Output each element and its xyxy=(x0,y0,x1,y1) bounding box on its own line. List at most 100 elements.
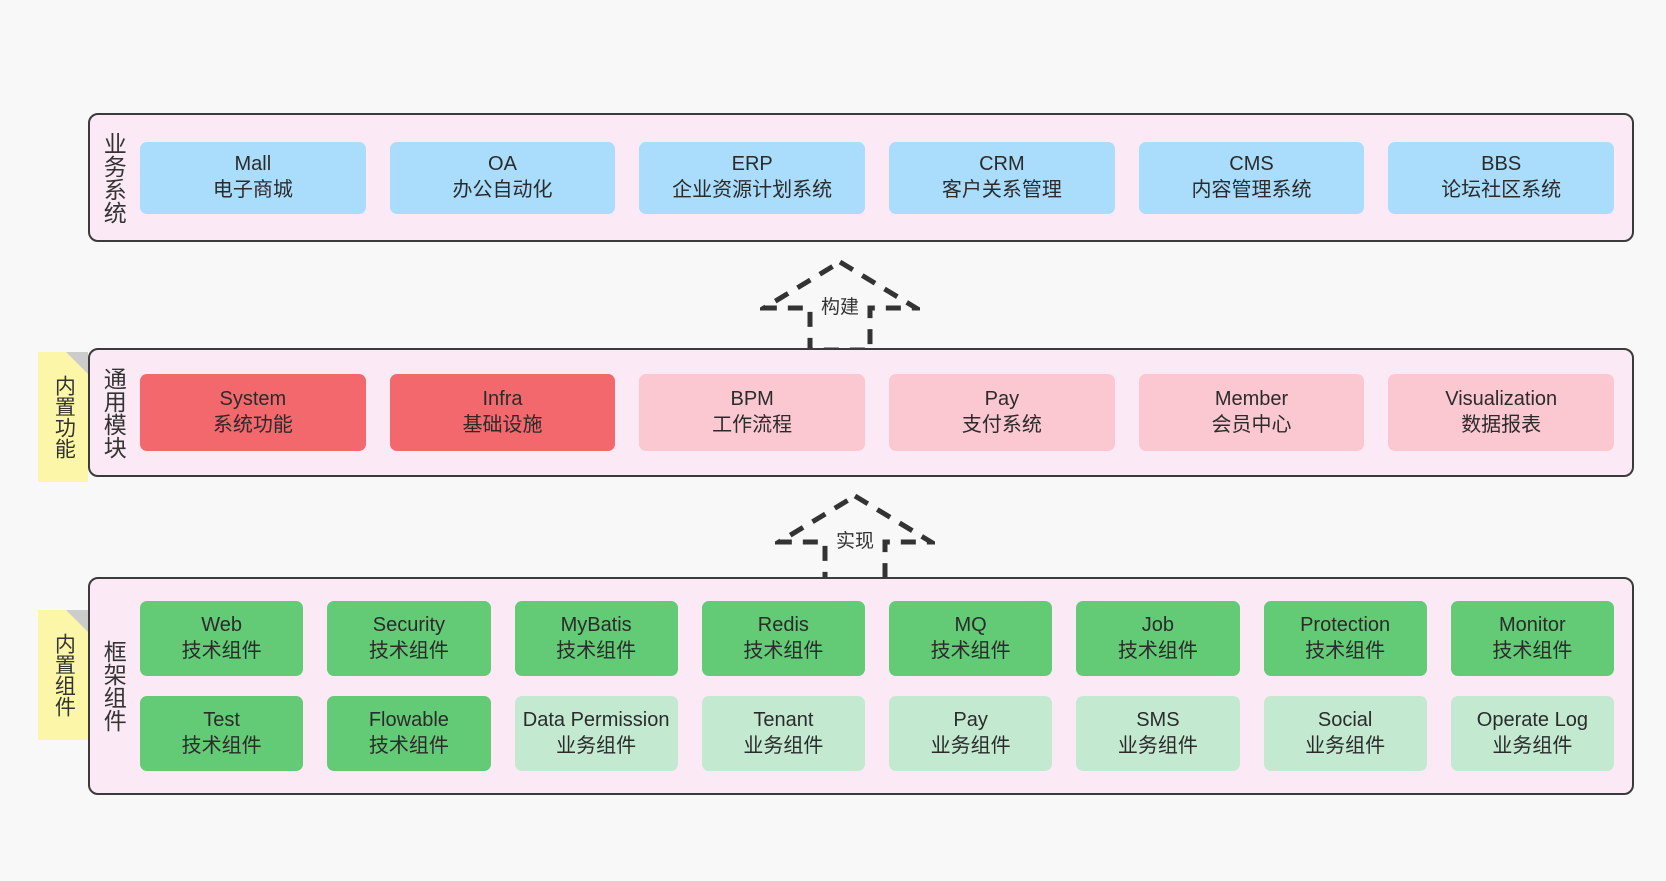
card-subtitle: 基础设施 xyxy=(462,413,543,436)
card-title: ERP xyxy=(731,152,773,175)
card-subtitle: 业务组件 xyxy=(930,734,1011,757)
card-system[interactable]: System 系统功能 xyxy=(140,374,366,451)
card-mq[interactable]: MQ 技术组件 xyxy=(889,601,1053,676)
card-title: CMS xyxy=(1229,152,1274,175)
card-title: Mall xyxy=(234,152,272,175)
card-title: Redis xyxy=(757,613,809,636)
card-subtitle: 技术组件 xyxy=(1117,639,1198,662)
card-pay-module[interactable]: Pay 支付系统 xyxy=(889,374,1115,451)
card-subtitle: 办公自动化 xyxy=(452,178,553,201)
card-title: Social xyxy=(1317,708,1373,731)
card-subtitle: 内容管理系统 xyxy=(1191,178,1312,201)
card-redis[interactable]: Redis 技术组件 xyxy=(701,601,865,676)
card-subtitle: 技术组件 xyxy=(1492,639,1573,662)
generalization-arrow-icon xyxy=(775,493,935,586)
card-title: Web xyxy=(201,613,242,636)
card-title: Monitor xyxy=(1499,613,1566,636)
card-pay-component[interactable]: Pay 业务组件 xyxy=(889,696,1053,771)
card-subtitle: 技术组件 xyxy=(181,639,262,662)
card-title: MQ xyxy=(954,613,987,636)
card-title: BPM xyxy=(730,387,774,410)
card-title: Pay xyxy=(984,387,1020,410)
card-visualization[interactable]: Visualization 数据报表 xyxy=(1388,374,1615,451)
card-subtitle: 技术组件 xyxy=(930,639,1011,662)
card-subtitle: 业务组件 xyxy=(743,734,824,757)
card-title: Pay xyxy=(953,708,988,731)
card-subtitle: 工作流程 xyxy=(712,413,793,436)
card-mybatis[interactable]: MyBatis 技术组件 xyxy=(514,601,678,676)
card-test[interactable]: Test 技术组件 xyxy=(140,696,304,771)
card-protection[interactable]: Protection 技术组件 xyxy=(1263,601,1427,676)
card-data-permission[interactable]: Data Permission 业务组件 xyxy=(514,696,678,771)
connector-implement: 实现 xyxy=(775,492,935,586)
card-social[interactable]: Social 业务组件 xyxy=(1263,696,1427,771)
layer-common-body: System 系统功能 Infra 基础设施 BPM 工作流程 Pay 支付系统… xyxy=(136,350,1632,475)
card-bbs[interactable]: BBS 论坛社区系统 xyxy=(1388,141,1615,214)
layer-business-systems: 业务系统 Mall 电子商城 OA 办公自动化 ERP 企业资源计划系统 CRM… xyxy=(88,113,1634,242)
sticky-note-text: 内置组件 xyxy=(52,633,76,717)
layer-business-label: 业务系统 xyxy=(100,131,127,224)
card-subtitle: 论坛社区系统 xyxy=(1441,178,1562,201)
sticky-note-builtin-components: 内置组件 xyxy=(38,610,88,740)
card-monitor[interactable]: Monitor 技术组件 xyxy=(1450,601,1614,676)
business-card-row: Mall 电子商城 OA 办公自动化 ERP 企业资源计划系统 CRM 客户关系… xyxy=(140,141,1615,214)
card-subtitle: 技术组件 xyxy=(368,734,449,757)
card-subtitle: 客户关系管理 xyxy=(941,178,1062,201)
card-subtitle: 技术组件 xyxy=(181,734,262,757)
card-title: MyBatis xyxy=(560,613,632,636)
card-subtitle: 企业资源计划系统 xyxy=(672,178,833,201)
card-security[interactable]: Security 技术组件 xyxy=(327,601,491,676)
card-subtitle: 会员中心 xyxy=(1211,413,1292,436)
card-bpm[interactable]: BPM 工作流程 xyxy=(639,374,866,451)
card-subtitle: 系统功能 xyxy=(212,413,293,436)
card-job[interactable]: Job 技术组件 xyxy=(1076,601,1240,676)
card-infra[interactable]: Infra 基础设施 xyxy=(389,374,616,451)
card-subtitle: 技术组件 xyxy=(368,639,449,662)
card-title: Security xyxy=(372,613,445,636)
card-title: Test xyxy=(203,708,240,731)
card-subtitle: 电子商城 xyxy=(212,178,293,201)
sticky-note-text: 内置功能 xyxy=(52,375,76,459)
layer-framework-label: 框架组件 xyxy=(100,640,127,732)
layer-common-modules: 通用模块 System 系统功能 Infra 基础设施 BPM 工作流程 Pay… xyxy=(88,348,1634,477)
sticky-note-builtin-features: 内置功能 xyxy=(38,352,88,482)
card-title: Member xyxy=(1214,387,1289,410)
card-title: Infra xyxy=(482,387,523,410)
card-title: Data Permission xyxy=(522,708,670,731)
card-title: Job xyxy=(1141,613,1174,636)
card-subtitle: 业务组件 xyxy=(1305,734,1386,757)
card-operate-log[interactable]: Operate Log 业务组件 xyxy=(1450,696,1614,771)
card-subtitle: 业务组件 xyxy=(556,734,637,757)
connector-build: 构建 xyxy=(760,258,920,352)
generalization-arrow-icon xyxy=(760,259,920,352)
card-title: Operate Log xyxy=(1476,708,1588,731)
card-title: Tenant xyxy=(753,708,814,731)
card-oa[interactable]: OA 办公自动化 xyxy=(389,141,616,214)
layer-common-label: 通用模块 xyxy=(100,366,127,459)
card-cms[interactable]: CMS 内容管理系统 xyxy=(1138,141,1365,214)
card-title: CRM xyxy=(979,152,1025,175)
common-card-row: System 系统功能 Infra 基础设施 BPM 工作流程 Pay 支付系统… xyxy=(140,374,1615,451)
card-title: BBS xyxy=(1481,152,1522,175)
card-sms[interactable]: SMS 业务组件 xyxy=(1076,696,1240,771)
card-subtitle: 业务组件 xyxy=(1117,734,1198,757)
layer-framework-body: Web 技术组件 Security 技术组件 MyBatis 技术组件 Redi… xyxy=(136,579,1632,793)
framework-tech-row: Web 技术组件 Security 技术组件 MyBatis 技术组件 Redi… xyxy=(140,601,1614,676)
card-web[interactable]: Web 技术组件 xyxy=(140,601,304,676)
card-title: Flowable xyxy=(368,708,449,731)
card-flowable[interactable]: Flowable 技术组件 xyxy=(327,696,491,771)
layer-business-body: Mall 电子商城 OA 办公自动化 ERP 企业资源计划系统 CRM 客户关系… xyxy=(136,115,1632,240)
card-title: Visualization xyxy=(1445,387,1558,410)
card-title: SMS xyxy=(1136,708,1180,731)
card-subtitle: 技术组件 xyxy=(1305,639,1386,662)
card-subtitle: 数据报表 xyxy=(1461,413,1542,436)
card-member[interactable]: Member 会员中心 xyxy=(1138,374,1365,451)
card-subtitle: 业务组件 xyxy=(1492,734,1573,757)
layer-framework-components: 框架组件 Web 技术组件 Security 技术组件 MyBatis 技术组件… xyxy=(88,577,1634,795)
card-crm[interactable]: CRM 客户关系管理 xyxy=(889,141,1115,214)
card-erp[interactable]: ERP 企业资源计划系统 xyxy=(639,141,866,214)
card-mall[interactable]: Mall 电子商城 xyxy=(140,141,366,214)
card-tenant[interactable]: Tenant 业务组件 xyxy=(701,696,865,771)
card-subtitle: 技术组件 xyxy=(743,639,824,662)
